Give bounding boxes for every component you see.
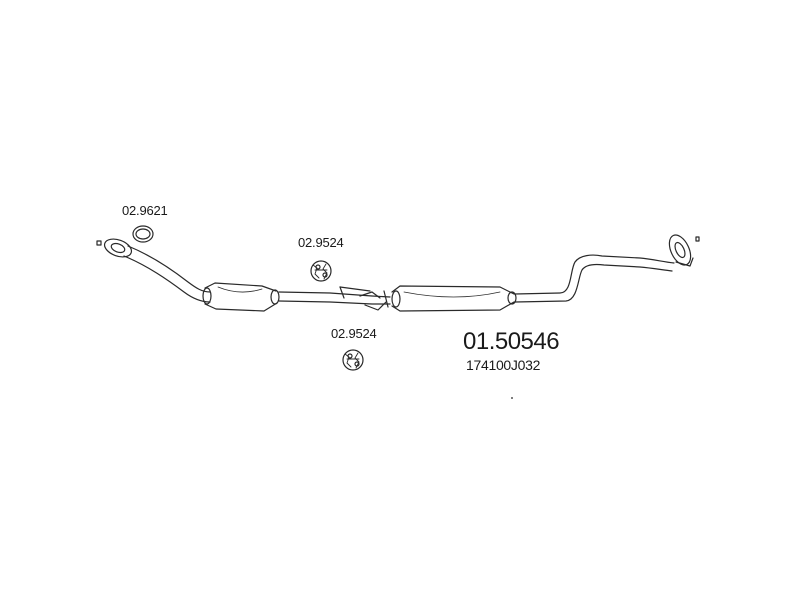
rear-flange (668, 234, 700, 267)
front-silencer (202, 282, 280, 312)
rear-pipe (514, 254, 675, 303)
part-number: 01.50546 (463, 328, 560, 355)
rubber-mount-upper (310, 260, 332, 282)
rubber-mount-lower (342, 349, 364, 371)
front-flange (96, 238, 133, 258)
pipe-clamp (339, 286, 389, 311)
component-label-mount-lower: 02.9524 (331, 326, 377, 341)
gasket-ring (132, 225, 154, 243)
stray-dot (511, 397, 513, 399)
middle-pipe (278, 291, 391, 305)
oem-number: 174100J032 (466, 357, 541, 373)
component-label-mount-upper: 02.9524 (298, 235, 344, 250)
central-silencer (391, 285, 517, 312)
component-label-gasket: 02.9621 (122, 203, 168, 218)
front-pipe (123, 245, 211, 303)
